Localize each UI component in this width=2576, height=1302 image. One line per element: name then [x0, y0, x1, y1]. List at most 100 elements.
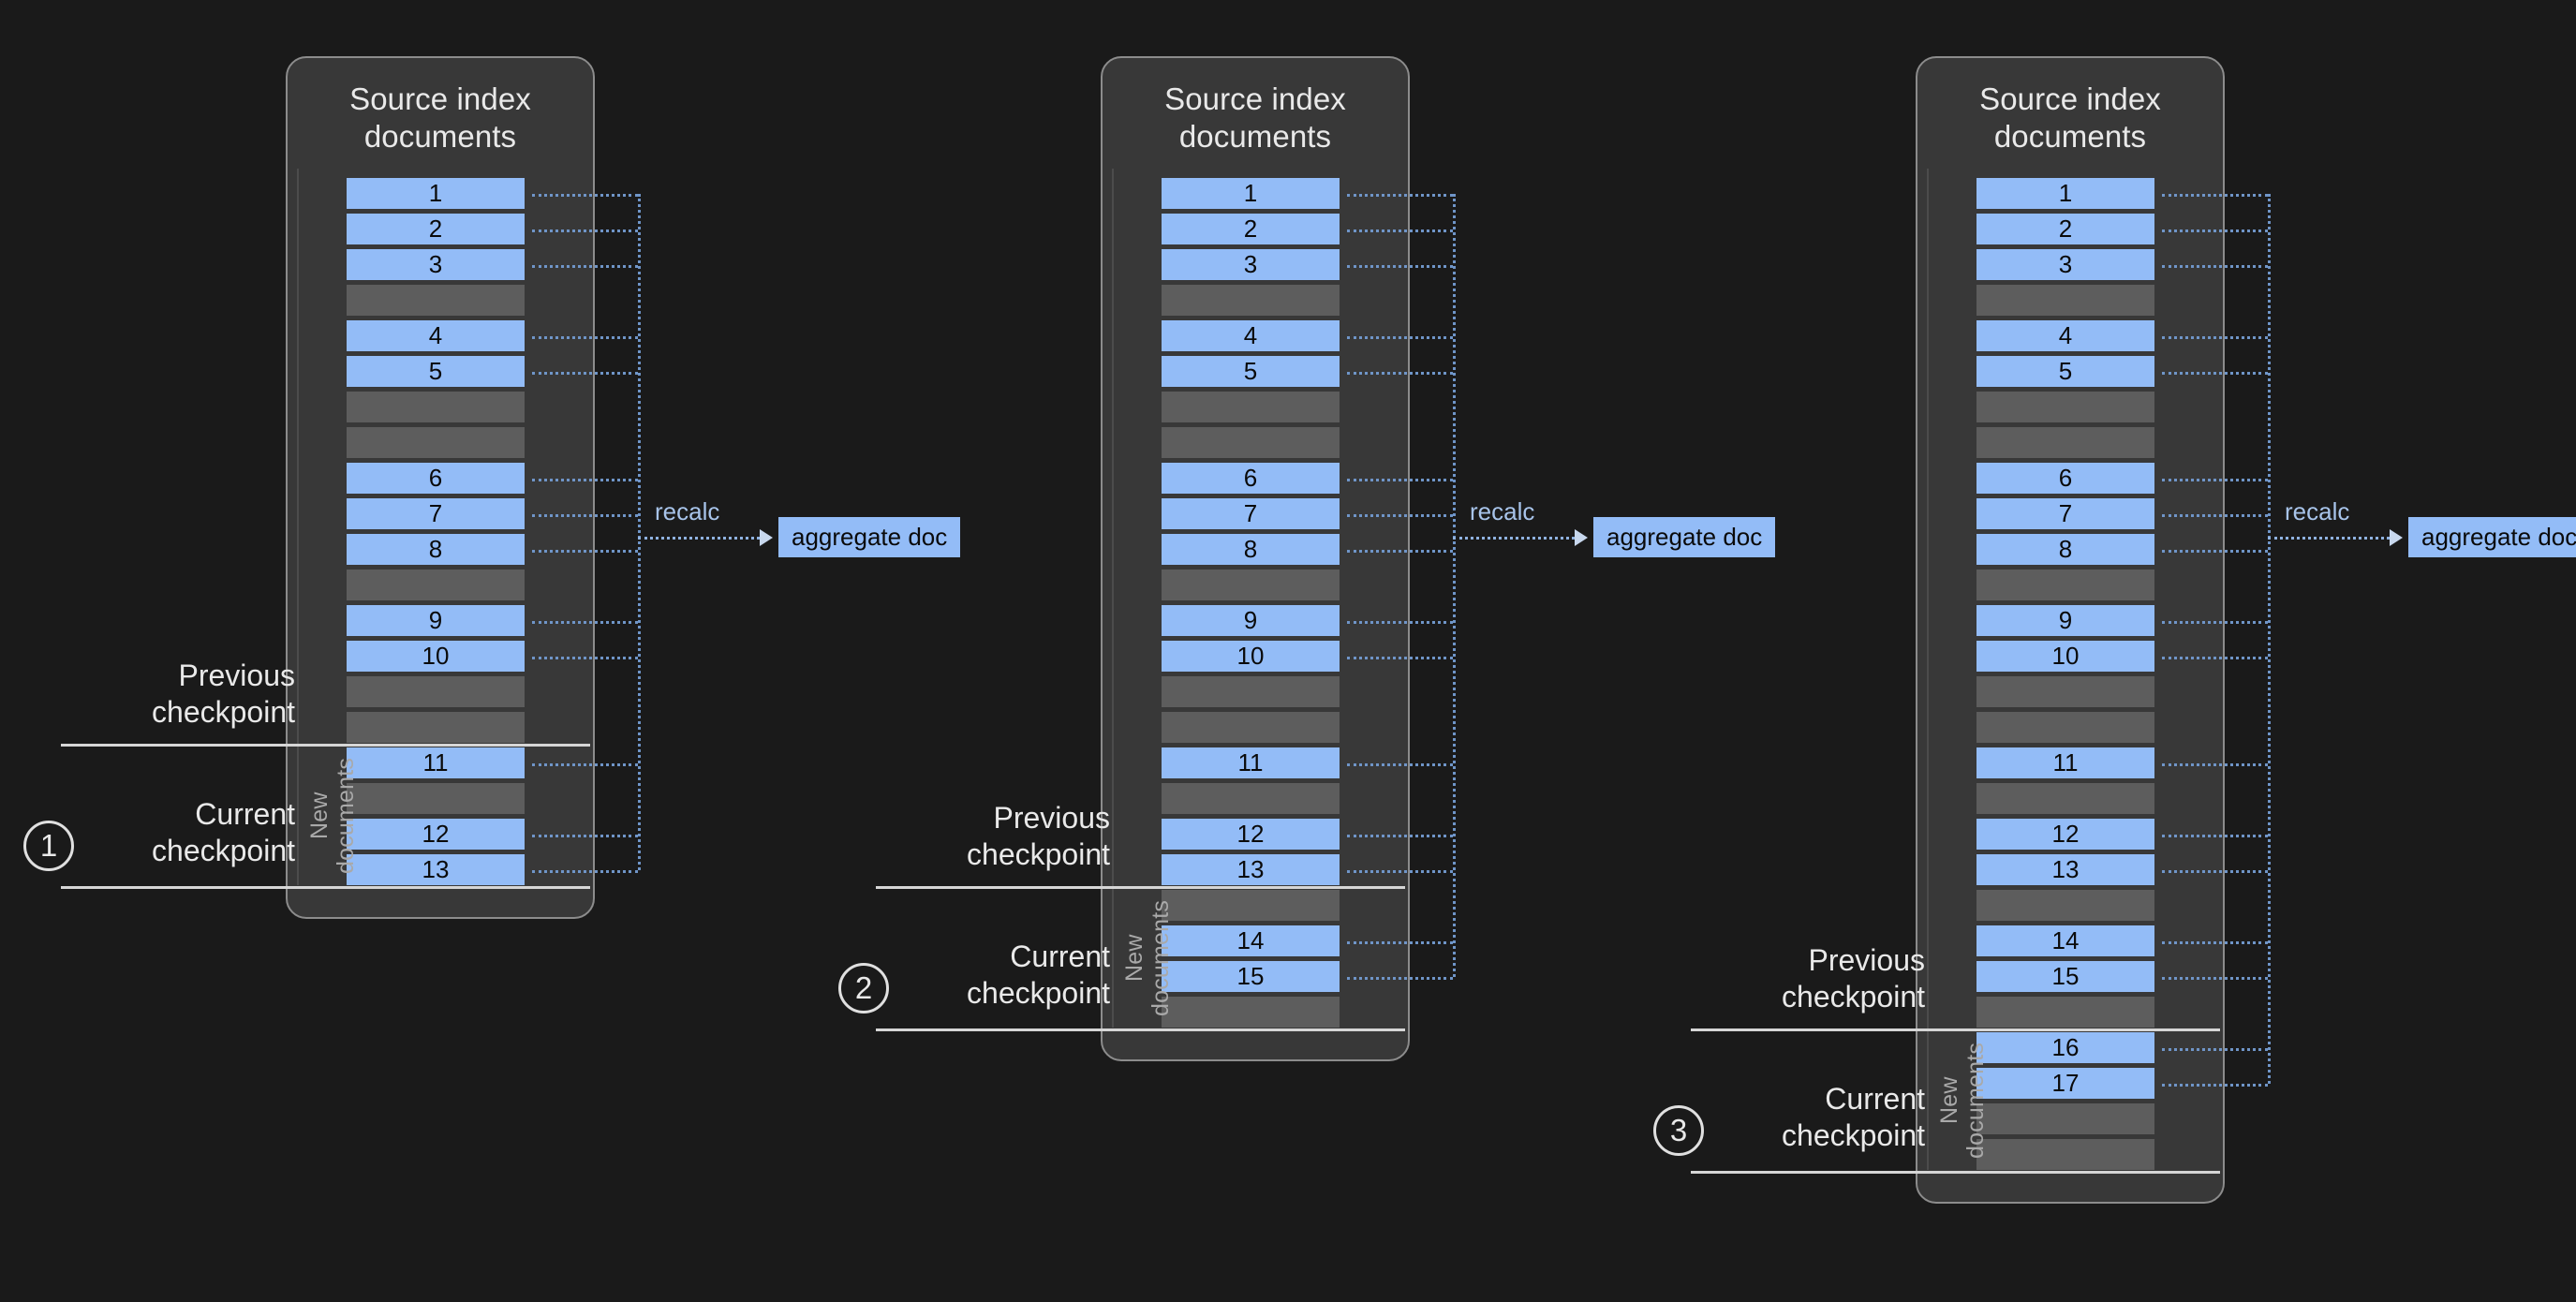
document-row: 15	[1162, 961, 1340, 992]
document-row: 9	[1162, 605, 1340, 636]
document-row: 10	[1162, 641, 1340, 672]
stage-badge-3: 3	[1653, 1105, 1704, 1156]
connector-line	[532, 657, 638, 659]
document-row: 12	[1976, 819, 2154, 850]
connector-line	[2162, 621, 2268, 624]
document-row: 11	[1162, 747, 1340, 778]
document-row: 7	[347, 498, 525, 529]
connector-line	[2162, 265, 2268, 268]
document-row: 9	[347, 605, 525, 636]
placeholder-row	[347, 570, 525, 600]
recalc-label: recalc	[1470, 497, 1535, 525]
current-checkpoint-label: Current checkpoint	[967, 940, 1110, 1011]
document-row: 3	[347, 249, 525, 280]
document-row: 17	[1976, 1068, 2154, 1099]
document-row: 8	[347, 534, 525, 565]
connector-line	[1347, 550, 1453, 553]
previous-checkpoint-label: Previous checkpoint	[1782, 943, 1925, 1014]
connector-line	[1347, 870, 1453, 873]
recalc-arrow	[638, 537, 760, 540]
document-row: 10	[1976, 641, 2154, 672]
document-row: 6	[1976, 463, 2154, 494]
document-row: 4	[1162, 320, 1340, 351]
panel-title: Source index documents	[1979, 81, 2161, 155]
connector-line	[1347, 372, 1453, 375]
document-row: 12	[347, 819, 525, 850]
document-row: 14	[1976, 925, 2154, 956]
placeholder-row	[1976, 890, 2154, 921]
connector-line	[532, 763, 638, 766]
stage-badge-1: 1	[23, 821, 74, 871]
new-documents-label: New documents	[1936, 1042, 1989, 1160]
connector-line	[2162, 1084, 2268, 1087]
placeholder-row	[1162, 890, 1340, 921]
placeholder-row	[1976, 1139, 2154, 1170]
document-row: 6	[1162, 463, 1340, 494]
document-row: 7	[1976, 498, 2154, 529]
placeholder-row	[1162, 392, 1340, 422]
connector-line	[2162, 479, 2268, 481]
placeholder-row	[1976, 570, 2154, 600]
connector-line	[532, 621, 638, 624]
placeholder-row	[347, 392, 525, 422]
new-documents-label: New documents	[306, 757, 359, 875]
connector-line	[2162, 763, 2268, 766]
connector-line	[2162, 870, 2268, 873]
connector-line	[1347, 835, 1453, 837]
current-checkpoint-line	[876, 1028, 1405, 1031]
new-documents-label: New documents	[1121, 899, 1174, 1017]
document-row: 3	[1162, 249, 1340, 280]
current-checkpoint-line	[61, 886, 590, 889]
previous-checkpoint-line	[1691, 1028, 2220, 1031]
aggregate-doc-box: aggregate doc	[1593, 517, 1776, 557]
document-row: 15	[1976, 961, 2154, 992]
document-row: 13	[1976, 854, 2154, 885]
document-row: 16	[1976, 1032, 2154, 1063]
placeholder-row	[1976, 392, 2154, 422]
document-row: 13	[1162, 854, 1340, 885]
placeholder-row	[347, 712, 525, 743]
placeholder-row	[1162, 427, 1340, 458]
current-checkpoint-label: Current checkpoint	[1782, 1082, 1925, 1153]
connector-bus	[2268, 194, 2271, 1084]
connector-line	[1347, 336, 1453, 339]
document-row: 9	[1976, 605, 2154, 636]
document-row: 2	[347, 214, 525, 244]
previous-checkpoint-line	[61, 744, 590, 747]
connector-line	[532, 835, 638, 837]
document-row: 7	[1162, 498, 1340, 529]
placeholder-row	[1976, 285, 2154, 316]
aggregate-doc-box: aggregate doc	[2408, 517, 2576, 557]
document-row: 1	[1162, 178, 1340, 209]
document-row: 12	[1162, 819, 1340, 850]
placeholder-row	[1162, 676, 1340, 707]
connector-line	[2162, 835, 2268, 837]
document-row: 5	[1976, 356, 2154, 387]
connector-line	[532, 550, 638, 553]
placeholder-row	[1976, 997, 2154, 1028]
connector-line	[532, 194, 638, 197]
document-row: 13	[347, 854, 525, 885]
connector-bus	[1453, 194, 1456, 977]
connector-line	[1347, 977, 1453, 980]
connector-line	[1347, 657, 1453, 659]
placeholder-row	[347, 676, 525, 707]
connector-line	[532, 372, 638, 375]
placeholder-row	[1976, 712, 2154, 743]
placeholder-row	[1162, 997, 1340, 1028]
previous-checkpoint-line	[876, 886, 1405, 889]
aggregate-doc-box: aggregate doc	[778, 517, 961, 557]
connector-line	[2162, 514, 2268, 517]
connector-line	[1347, 265, 1453, 268]
document-row: 3	[1976, 249, 2154, 280]
gutter-divider	[1112, 169, 1114, 1028]
recalc-label: recalc	[2285, 497, 2350, 525]
document-row: 1	[1976, 178, 2154, 209]
placeholder-row	[347, 427, 525, 458]
recalc-label: recalc	[655, 497, 720, 525]
document-row: 14	[1162, 925, 1340, 956]
connector-line	[532, 514, 638, 517]
recalc-arrowhead	[2390, 529, 2403, 546]
connector-line	[2162, 1048, 2268, 1051]
